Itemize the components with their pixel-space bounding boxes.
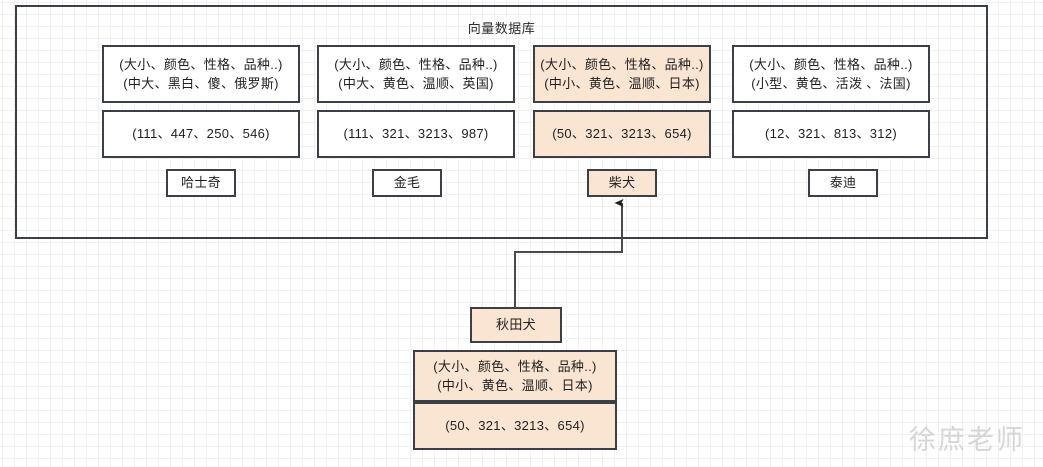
entry-vector-box-1: (111、447、250、546)	[102, 110, 300, 158]
query-attributes-box: (大小、颜色、性格、品种..) (中小、黄色、温顺、日本)	[413, 350, 617, 402]
query-vector-box: (50、321、3213、654)	[413, 402, 617, 450]
entry-name-box-3: 柴犬	[587, 169, 657, 197]
query-name-label: 秋田犬	[496, 317, 536, 333]
entry-attributes-values-4: (小型、黄色、活泼 、法国)	[751, 76, 911, 91]
entry-vector-value-3: (50、321、3213、654)	[552, 126, 692, 142]
entry-name-box-2: 金毛	[372, 169, 442, 197]
entry-attributes-values-2: (中大、黄色、温顺、英国)	[338, 76, 494, 91]
entry-attributes-box-1: (大小、颜色、性格、品种..) (中大、黑白、傻、俄罗斯)	[102, 45, 300, 103]
query-vector-value: (50、321、3213、654)	[445, 418, 585, 434]
entry-attributes-header-4: (大小、颜色、性格、品种..)	[749, 56, 913, 72]
entry-vector-box-4: (12、321、813、312)	[732, 110, 930, 158]
query-attributes-values: (中小、黄色、温顺、日本)	[437, 378, 593, 393]
entry-attributes-box-3: (大小、颜色、性格、品种..) (中小、黄色、温顺、日本)	[533, 45, 711, 103]
entry-attributes-header-3: (大小、颜色、性格、品种..)	[540, 56, 704, 72]
entry-vector-value-1: (111、447、250、546)	[132, 126, 270, 142]
entry-attributes-header-2: (大小、颜色、性格、品种..)	[334, 56, 498, 72]
entry-attributes-values-1: (中大、黑白、傻、俄罗斯)	[123, 76, 279, 91]
vector-database-title: 向量数据库	[467, 21, 536, 36]
entry-name-label-1: 哈士奇	[181, 175, 221, 191]
query-name-box: 秋田犬	[470, 307, 562, 343]
entry-attributes-header-1: (大小、颜色、性格、品种..)	[119, 56, 283, 72]
entry-attributes-box-4: (大小、颜色、性格、品种..) (小型、黄色、活泼 、法国)	[732, 45, 930, 103]
entry-name-label-4: 泰迪	[829, 175, 857, 191]
vector-database-container: 向量数据库	[15, 5, 988, 239]
entry-attributes-values-3: (中小、黄色、温顺、日本)	[544, 76, 700, 91]
query-attributes-header: (大小、颜色、性格、品种..)	[433, 358, 597, 374]
entry-attributes-box-2: (大小、颜色、性格、品种..) (中大、黄色、温顺、英国)	[317, 45, 515, 103]
entry-vector-box-2: (111、321、3213、987)	[317, 110, 515, 158]
entry-vector-box-3: (50、321、3213、654)	[533, 110, 711, 158]
entry-vector-value-2: (111、321、3213、987)	[343, 126, 489, 142]
entry-name-label-3: 柴犬	[608, 175, 636, 191]
entry-name-label-2: 金毛	[393, 175, 421, 191]
watermark-text: 徐庶老师	[909, 425, 1025, 456]
entry-name-box-4: 泰迪	[808, 169, 878, 197]
entry-vector-value-4: (12、321、813、312)	[765, 126, 897, 142]
entry-name-box-1: 哈士奇	[166, 169, 236, 197]
